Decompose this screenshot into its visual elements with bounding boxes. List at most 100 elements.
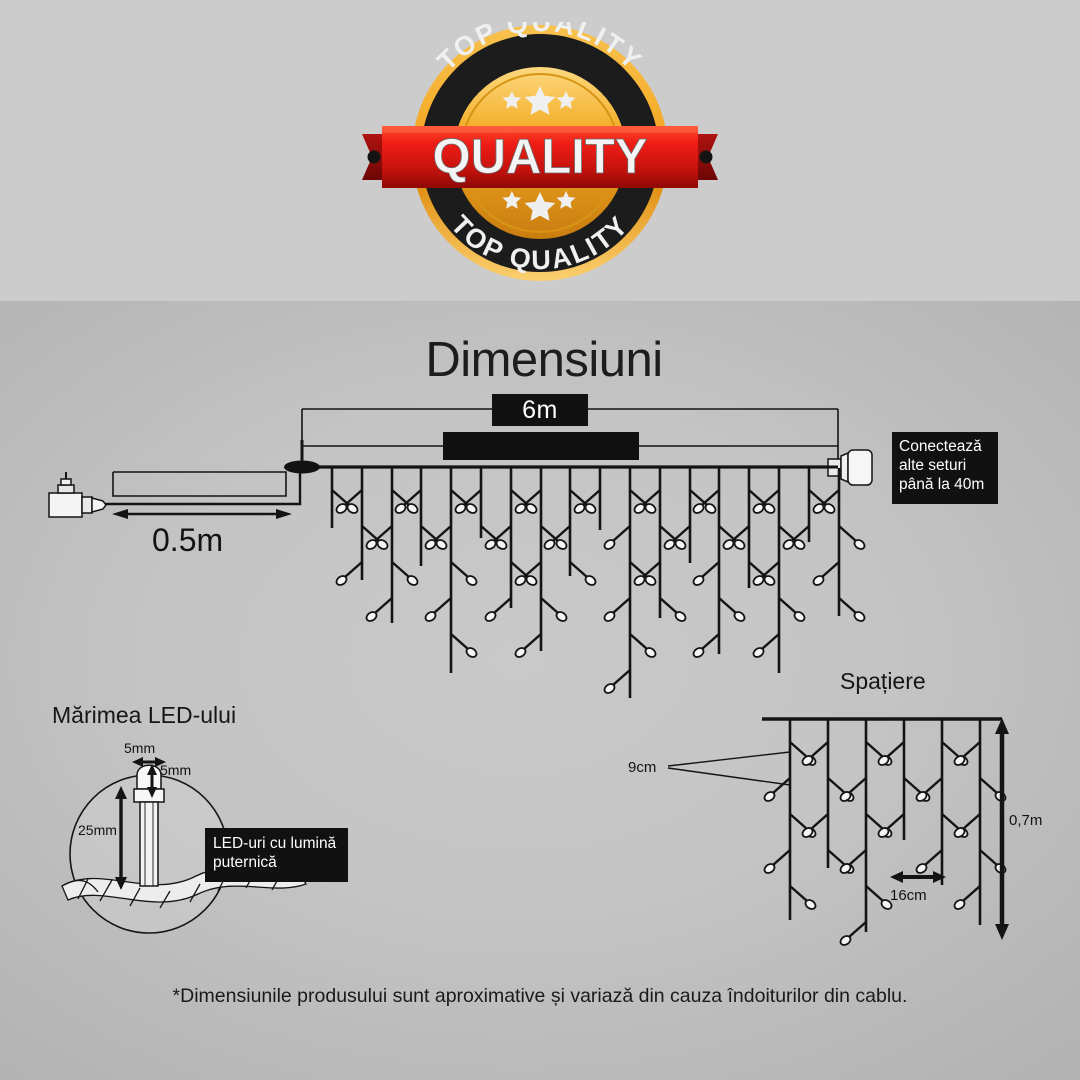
female-connector-icon <box>827 449 873 486</box>
icicle-drop <box>752 468 806 673</box>
led-node <box>573 503 586 514</box>
total-length-label: 6m <box>492 394 588 426</box>
led-node <box>782 539 795 550</box>
led-node <box>424 539 437 550</box>
led-size-heading: Mărimea LED-ului <box>52 702 237 728</box>
icicle-drop <box>365 468 419 623</box>
icicle-drop <box>335 468 389 586</box>
led-node <box>877 755 890 766</box>
lead-cable-wire <box>82 468 302 506</box>
lead-cable-loop <box>112 471 287 497</box>
led-node <box>525 575 538 586</box>
led-node <box>953 899 966 910</box>
ribbon-dot-right <box>699 150 713 164</box>
led-node <box>495 539 508 550</box>
drop-gap-label: 16cm <box>890 887 927 904</box>
led-node <box>346 503 359 514</box>
led-node <box>763 791 776 802</box>
badge-stars-bottom <box>502 190 576 221</box>
led-node <box>763 503 776 514</box>
led-bulb-icon <box>133 764 165 887</box>
led-node <box>603 683 616 694</box>
led-node <box>376 539 389 550</box>
led-node <box>555 611 568 622</box>
footnote-text: *Dimensiunile produsului sunt aproximati… <box>172 985 908 1007</box>
led-node <box>763 575 776 586</box>
icicle-drop <box>424 468 478 673</box>
led-node <box>763 863 776 874</box>
led-node <box>465 503 478 514</box>
led-node <box>365 611 378 622</box>
icicle-drop <box>692 468 746 658</box>
led-node <box>406 503 419 514</box>
led-node <box>752 575 765 586</box>
diagram-background-band <box>0 301 1080 1080</box>
led-node <box>752 503 765 514</box>
led-node <box>394 503 407 514</box>
led-node <box>484 539 497 550</box>
led-node <box>733 611 746 622</box>
led-node <box>603 611 616 622</box>
drop-length-label: 0,7m <box>1009 812 1043 829</box>
led-node <box>465 647 478 658</box>
led-node <box>465 575 478 586</box>
led-node <box>644 647 657 658</box>
led-node <box>823 503 836 514</box>
led-node <box>525 503 538 514</box>
badge-ribbon-text: QUALITY <box>432 130 647 184</box>
led-node <box>514 575 527 586</box>
led-node <box>674 611 687 622</box>
led-node <box>801 827 814 838</box>
led-node <box>555 539 568 550</box>
led-gap-leader <box>667 751 791 786</box>
led-node <box>406 575 419 586</box>
spacing-heading: Spațiere <box>840 668 926 694</box>
led-node <box>424 611 437 622</box>
icicle-drop <box>573 468 602 530</box>
led-node <box>793 611 806 622</box>
icicle-drop <box>633 468 687 622</box>
led-node <box>514 503 527 514</box>
led-node <box>692 575 705 586</box>
led-node <box>722 539 735 550</box>
led-node <box>454 503 467 514</box>
ribbon-dot-left <box>367 150 381 164</box>
led-node <box>335 575 348 586</box>
power-plug-icon <box>48 472 107 518</box>
led-node <box>704 503 717 514</box>
led-node <box>644 575 657 586</box>
lead-length-label: 0.5m <box>152 522 224 558</box>
icicle-drop <box>330 468 359 528</box>
connect-more-label: Conectează alte seturi până la 40m <box>892 432 998 504</box>
led-gap-label: 9cm <box>628 759 657 776</box>
led-node <box>915 791 928 802</box>
led-node <box>644 503 657 514</box>
led-node <box>692 647 705 658</box>
led-node <box>633 575 646 586</box>
led-node <box>877 827 890 838</box>
icicle-drop <box>543 468 597 586</box>
bright-leds-label: LED-uri cu lumină puternică <box>205 828 348 882</box>
led-node <box>953 755 966 766</box>
icicle-drop <box>484 468 538 622</box>
led-node <box>584 575 597 586</box>
led-node <box>915 863 928 874</box>
led-node <box>733 539 746 550</box>
led-node <box>603 539 616 550</box>
led-height-label: 5mm <box>160 762 192 778</box>
led-node <box>953 827 966 838</box>
led-node <box>674 539 687 550</box>
page-title: Dimensiuni <box>425 333 663 387</box>
led-node <box>839 791 852 802</box>
led-node <box>365 539 378 550</box>
top-quality-badge: TOP QUALITY TOP QUALITY <box>352 22 728 284</box>
led-node <box>584 503 597 514</box>
led-total-length-label: 25mm <box>78 822 117 838</box>
led-node <box>793 539 806 550</box>
badge-stars-top <box>502 86 576 115</box>
